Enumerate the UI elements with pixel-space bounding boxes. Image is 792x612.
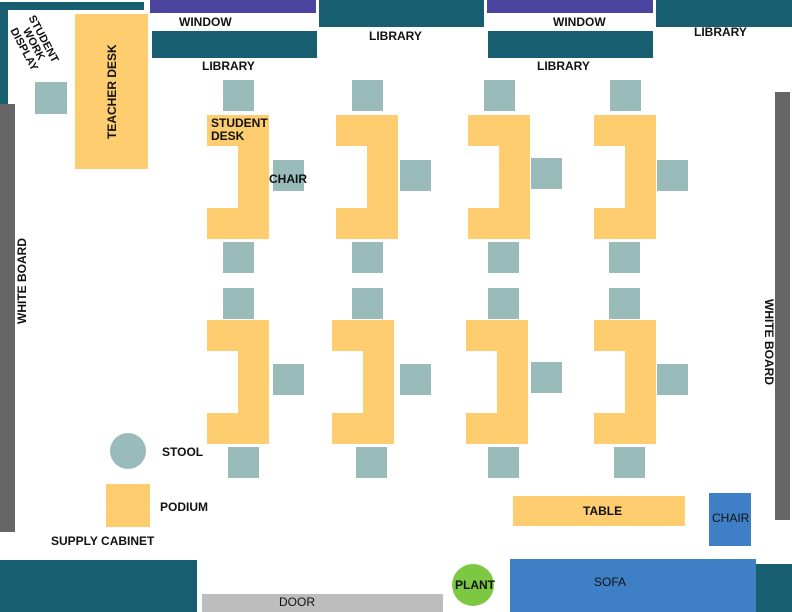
teacher-desk-label: TEACHER DESK <box>105 44 119 139</box>
chair <box>352 242 383 273</box>
student-desk <box>466 413 528 444</box>
student-desk <box>594 320 656 351</box>
sofa-label: SOFA <box>594 575 627 589</box>
library-label-4: LIBRARY <box>694 25 747 39</box>
chair <box>223 80 254 111</box>
student-desk <box>466 320 528 351</box>
student-desk <box>238 351 269 413</box>
chair <box>609 242 640 273</box>
student-work-display-side-bar <box>0 2 8 104</box>
plant <box>452 564 494 606</box>
student-desk <box>497 351 528 413</box>
table-label: TABLE <box>583 504 623 518</box>
podium-legend-swatch <box>106 484 150 527</box>
chair <box>273 160 304 191</box>
student-work-display-top-bar <box>8 2 144 10</box>
supply-cabinet <box>0 560 197 612</box>
library-label-2: LIBRARY <box>369 29 422 43</box>
student-desk <box>468 115 530 146</box>
window-right <box>487 0 653 13</box>
library-label-3: LIBRARY <box>537 59 590 73</box>
white-board-left <box>0 104 15 532</box>
white-board-right-label: WHITE BOARD <box>762 299 776 385</box>
chair <box>657 160 688 191</box>
window-right-label: WINDOW <box>553 15 606 29</box>
library-label-1: LIBRARY <box>202 59 255 73</box>
student-desk <box>594 208 656 239</box>
student-work-display-label: STUDENT WORK DISPLAY <box>7 13 61 73</box>
window-left-label: WINDOW <box>179 15 232 29</box>
student-desk <box>336 208 398 239</box>
chair <box>531 362 562 393</box>
student-desk <box>332 413 394 444</box>
stool-legend-swatch <box>110 433 146 469</box>
podium-legend-label: PODIUM <box>160 500 208 514</box>
chair <box>352 80 383 111</box>
student-desk <box>594 413 656 444</box>
side-chair-label: CHAIR <box>712 511 750 525</box>
chair <box>228 447 259 478</box>
student-desk <box>336 115 398 146</box>
corner-cabinet <box>756 564 792 612</box>
door <box>202 594 443 612</box>
chair <box>531 158 562 189</box>
student-desk <box>332 320 394 351</box>
chair <box>488 447 519 478</box>
chair <box>352 288 383 319</box>
table <box>513 496 685 526</box>
supply-cabinet-label: SUPPLY CABINET <box>51 534 155 548</box>
chair <box>273 364 304 395</box>
teacher-desk <box>75 14 148 169</box>
chair-label: CHAIR <box>269 172 307 186</box>
student-desk <box>625 351 656 413</box>
student-desk <box>207 208 269 239</box>
student-desk <box>499 146 530 208</box>
student-desk <box>594 115 656 146</box>
student-desk <box>363 351 394 413</box>
side-chair <box>709 493 751 546</box>
chair <box>400 160 431 191</box>
chair <box>400 364 431 395</box>
library-shelf-1 <box>152 31 317 58</box>
chair <box>223 288 254 319</box>
chair <box>614 447 645 478</box>
student-desk <box>207 320 269 351</box>
chair <box>609 288 640 319</box>
student-desk <box>207 413 269 444</box>
student-desk <box>468 208 530 239</box>
plant-label: PLANT <box>455 578 495 592</box>
white-board-right <box>775 92 790 520</box>
student-desk <box>625 146 656 208</box>
library-shelf-2 <box>319 0 484 27</box>
student-desk-label: STUDENT DESK <box>211 116 268 143</box>
library-shelf-4 <box>656 0 792 27</box>
student-desk <box>367 146 398 208</box>
teacher-chair <box>35 82 67 114</box>
sofa <box>510 559 756 612</box>
chair <box>356 447 387 478</box>
chair <box>657 364 688 395</box>
white-board-left-label: WHITE BOARD <box>15 238 29 324</box>
stool-legend-label: STOOL <box>162 445 204 459</box>
student-desk <box>207 115 269 146</box>
chair <box>488 242 519 273</box>
student-desk <box>238 146 269 208</box>
window-left <box>150 0 316 13</box>
door-label: DOOR <box>279 595 315 609</box>
chair <box>488 288 519 319</box>
chair <box>484 80 515 111</box>
chair <box>610 80 641 111</box>
chair <box>223 242 254 273</box>
library-shelf-3 <box>488 31 653 58</box>
